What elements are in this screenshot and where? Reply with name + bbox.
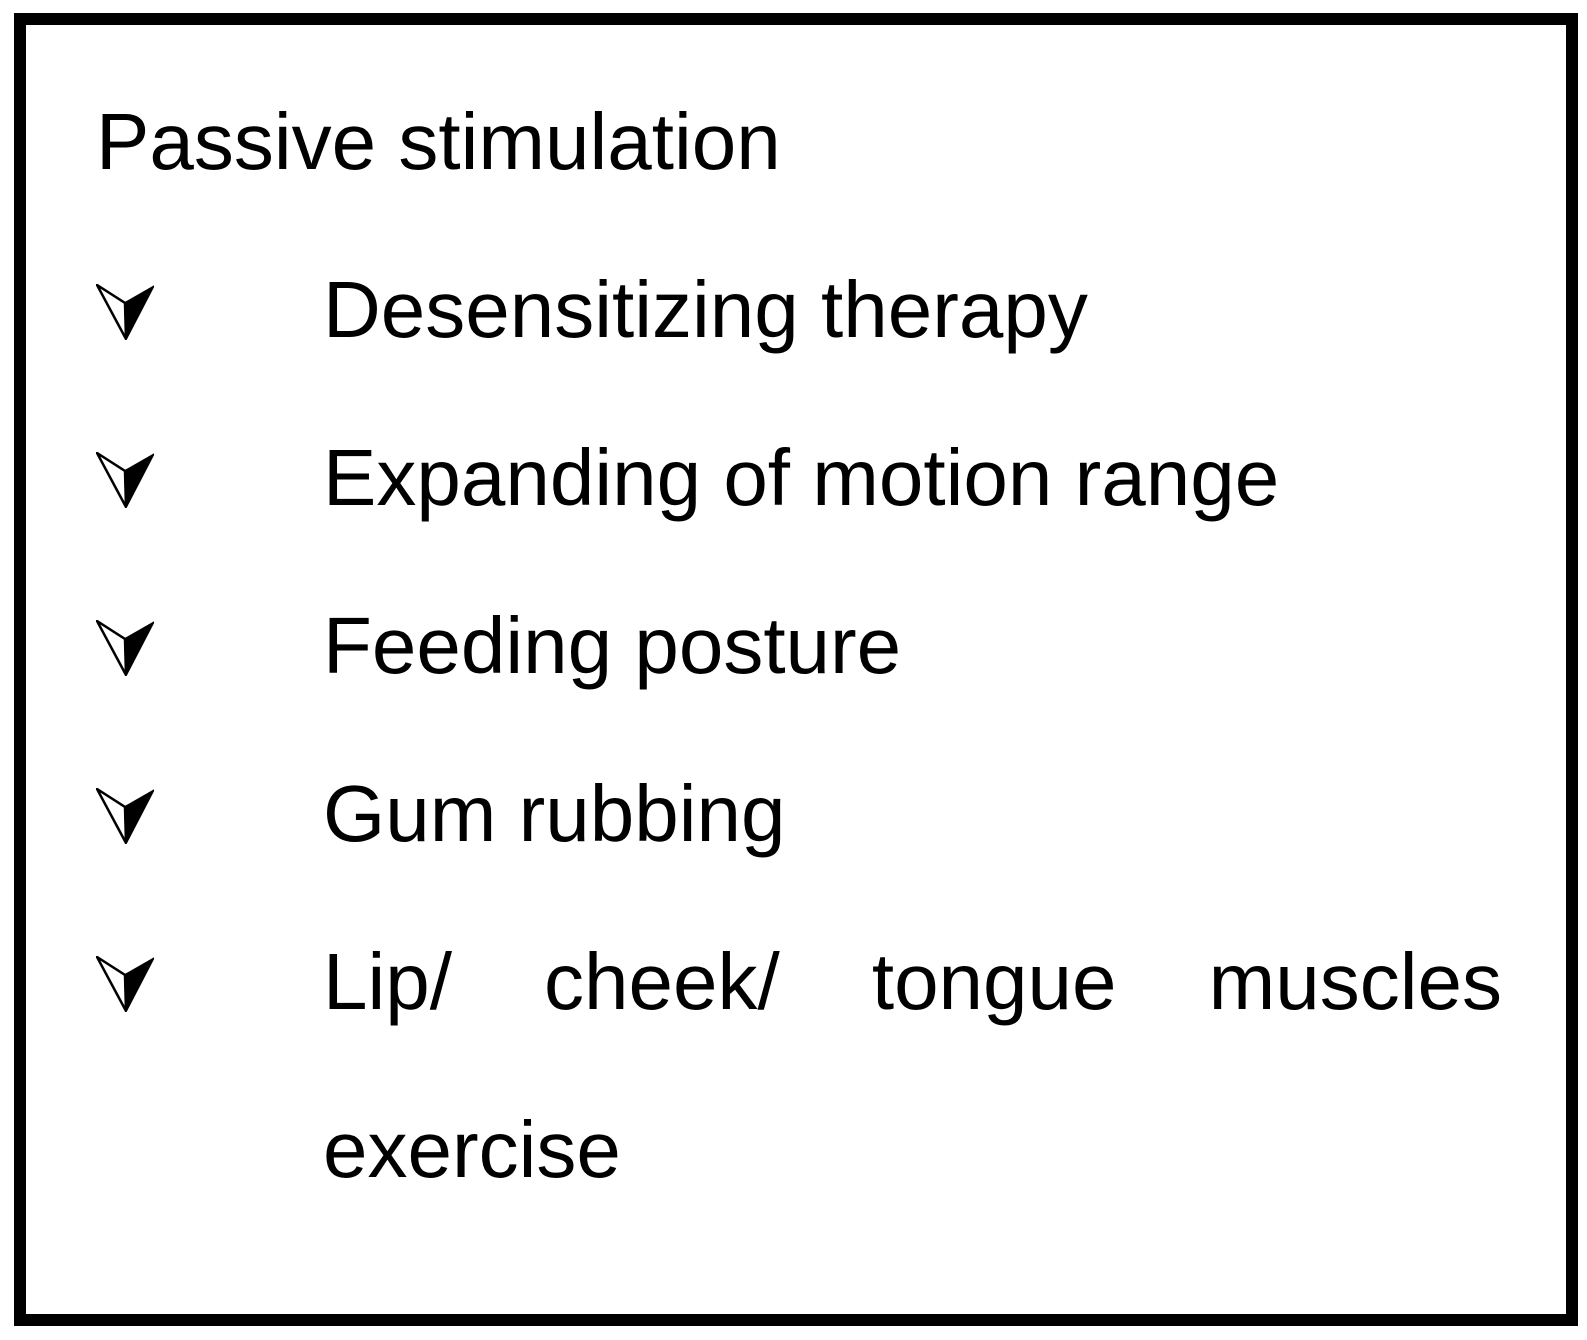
list-item-label: Desensitizing therapy [323,265,1088,354]
list-item: Desensitizing therapy [96,226,1502,394]
arrowhead-bullet-icon [96,394,323,508]
list-item-label: Expanding of motion range [323,433,1280,522]
arrowhead-bullet-icon [96,898,323,1012]
list-item-label: Lip/ cheek/ tongue muscles exercise [323,937,1502,1194]
bullet-list: Desensitizing therapy Expanding of motio… [96,226,1502,1234]
list-item: Lip/ cheek/ tongue muscles exercise [96,898,1502,1234]
figure-border-frame: Passive stimulation Desensitizing therap… [14,13,1578,1326]
list-item: Gum rubbing [96,730,1502,898]
figure-content: Passive stimulation Desensitizing therap… [26,25,1566,1314]
arrowhead-bullet-icon [96,226,323,340]
arrowhead-bullet-icon [96,562,323,676]
list-item: Expanding of motion range [96,394,1502,562]
arrowhead-bullet-icon [96,730,323,844]
list-item: Feeding posture [96,562,1502,730]
list-item-label: Feeding posture [323,601,902,690]
list-item-label: Gum rubbing [323,769,786,858]
page-title: Passive stimulation [96,97,781,186]
